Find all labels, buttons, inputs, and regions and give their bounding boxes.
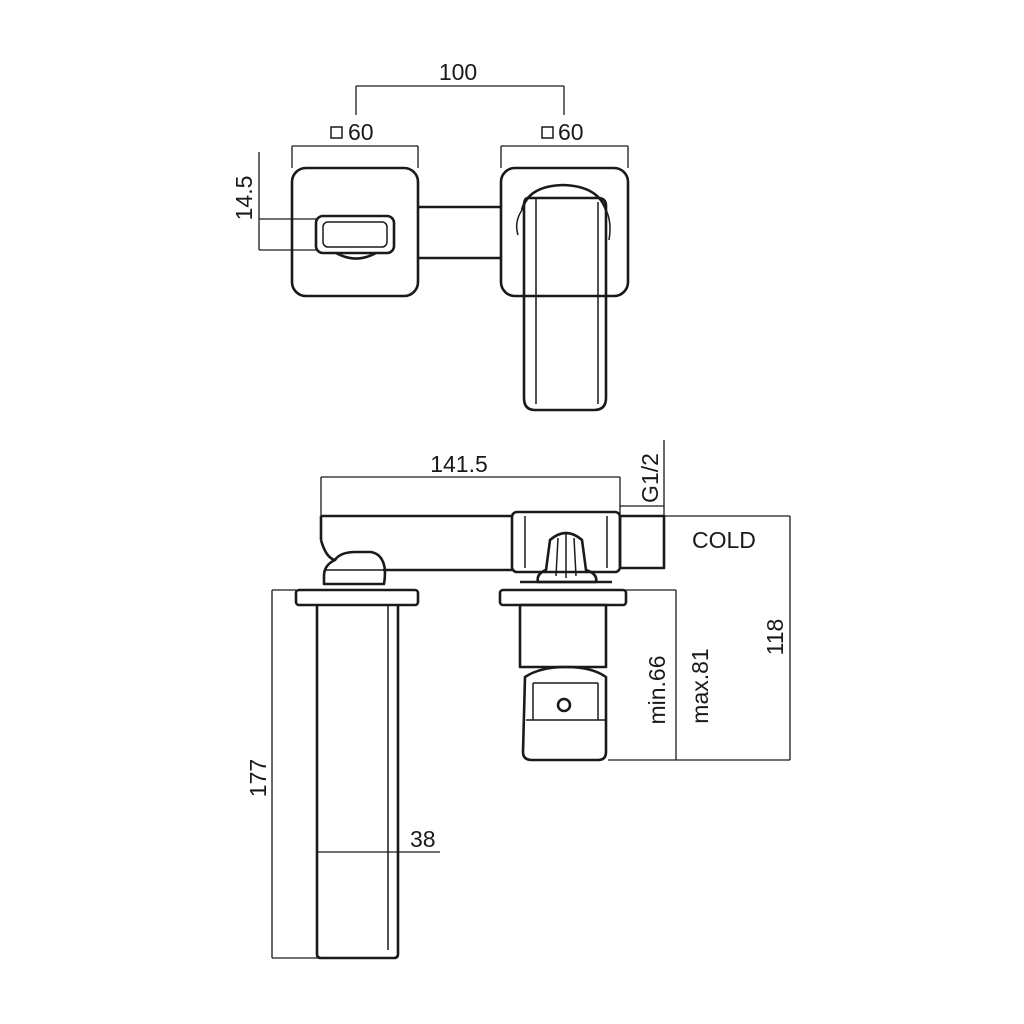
dim-connection: G1/2 xyxy=(620,440,665,516)
handle-flange xyxy=(498,588,628,607)
cold-inlet-label: COLD xyxy=(692,527,756,553)
dim-total-height: 118 xyxy=(608,515,791,761)
right-plate-size-label: 60 xyxy=(558,119,584,145)
dim-handle-min: min.66 xyxy=(610,589,677,760)
dim-spout-offset: 14.5 xyxy=(231,152,318,251)
spout-offset-label: 14.5 xyxy=(231,176,257,221)
spout-width-label: 38 xyxy=(410,826,436,852)
lever-handle xyxy=(515,183,611,412)
dim-spout-width: 38 xyxy=(316,826,440,853)
connection-label: G1/2 xyxy=(637,453,663,503)
dim-spacing: 100 xyxy=(355,59,565,115)
body-pipe xyxy=(319,514,512,572)
dim-spout-reach: 141.5 xyxy=(320,451,621,516)
spout-length-label: 177 xyxy=(245,759,271,797)
spout-body xyxy=(315,605,400,960)
total-height-label: 118 xyxy=(762,619,788,656)
cartridge-stem xyxy=(520,531,612,584)
lever-handle-front xyxy=(521,665,608,762)
left-plate-size-label: 60 xyxy=(348,119,374,145)
connecting-body xyxy=(418,205,501,260)
handle-min-label: min.66 xyxy=(644,655,670,724)
handle-max-label: max.81 xyxy=(687,648,713,723)
spout-nut xyxy=(322,550,387,586)
handle-screw-icon xyxy=(556,697,572,713)
handle-sleeve xyxy=(518,603,608,669)
spout-flange xyxy=(294,588,420,607)
mixer-body xyxy=(510,510,666,574)
right-wall-plate xyxy=(499,166,630,298)
spacing-label: 100 xyxy=(439,59,477,85)
dim-spout-length: 177 xyxy=(245,589,318,959)
top-view: 100 60 60 14.5 xyxy=(231,59,630,412)
front-view: 141.5 G1/2 COLD 118 min.66 max.81 xyxy=(245,440,791,960)
spout-reach-label: 141.5 xyxy=(430,451,488,477)
spout-outlet xyxy=(314,214,396,260)
dim-right-plate: 60 xyxy=(500,119,629,168)
left-wall-plate xyxy=(290,166,420,298)
square-symbol-icon xyxy=(330,126,343,139)
dim-left-plate: 60 xyxy=(291,119,419,168)
square-symbol-icon xyxy=(541,126,554,139)
